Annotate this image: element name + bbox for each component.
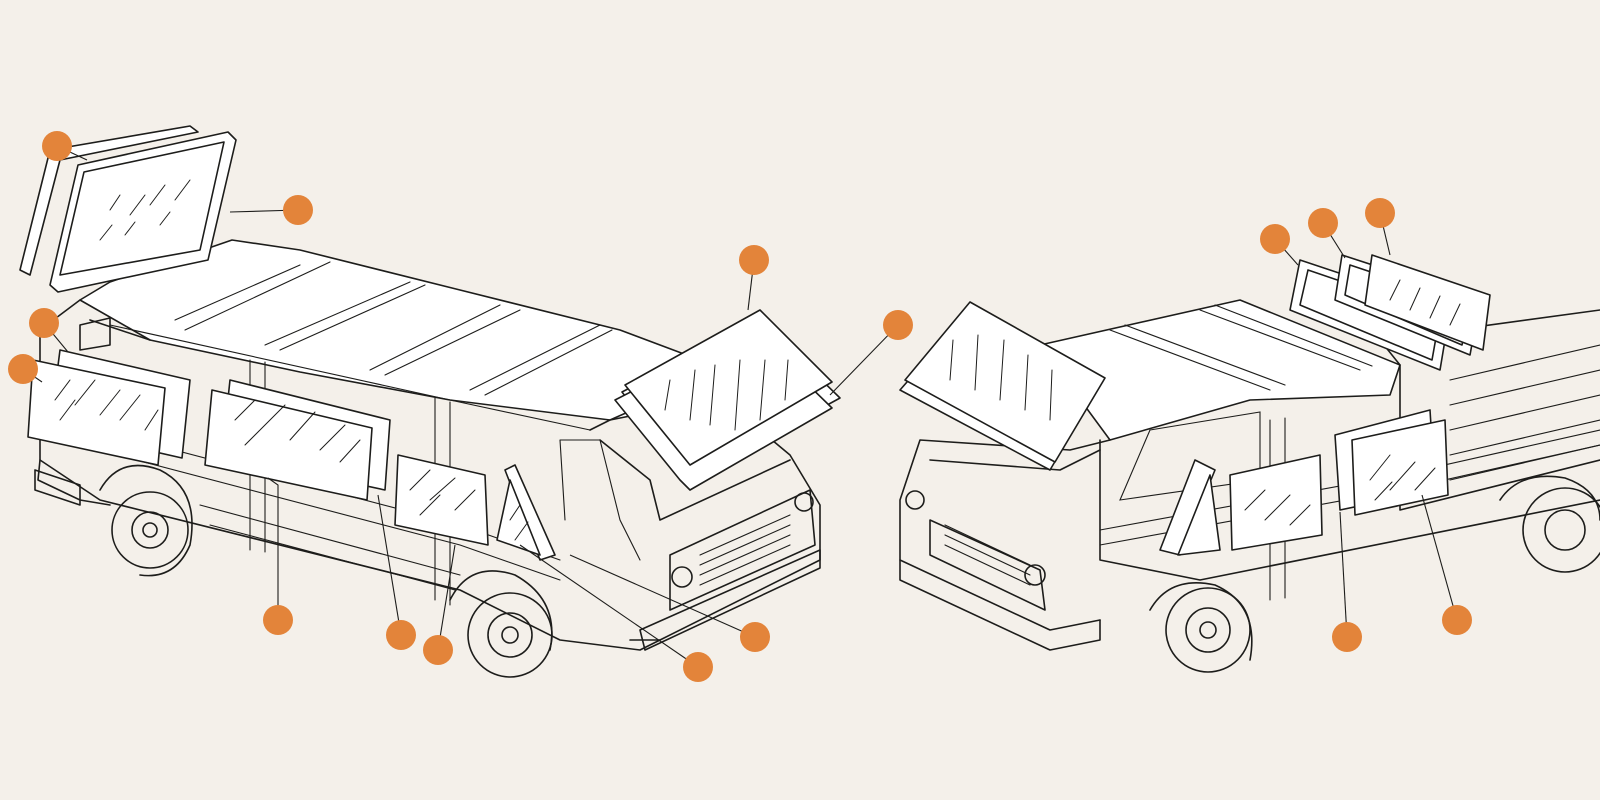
callout-dot-left-vent-window — [740, 622, 770, 652]
callout-dot-left-roof-hatch — [739, 245, 769, 275]
callout-dot-left-door-window — [423, 635, 453, 665]
callout-dot-right-top-seal-1 — [1260, 224, 1290, 254]
left-windshield-part — [614, 309, 841, 491]
right-van — [899, 299, 1600, 673]
callout-dot-right-side-seal — [1442, 605, 1472, 635]
callout-dot-left-rear-seal — [29, 308, 59, 338]
callout-dot-left-windshield — [883, 310, 913, 340]
right-top-windows-part — [1289, 254, 1491, 371]
left-middle-window-part — [204, 379, 391, 501]
left-top-window-part — [19, 125, 237, 293]
callout-dot-right-top-window — [1365, 198, 1395, 228]
right-windshield-part — [899, 301, 1106, 471]
left-vent-window-part — [496, 464, 556, 561]
left-rear-window-part — [27, 349, 191, 466]
callout-dot-left-vent-seal — [683, 652, 713, 682]
callout-dots — [8, 131, 1472, 682]
right-side-windows-part — [1159, 409, 1449, 556]
callout-dot-right-top-seal-2 — [1308, 208, 1338, 238]
left-door-window-part — [394, 454, 489, 546]
callout-dot-left-middle-window — [263, 605, 293, 635]
callout-dot-right-side-window — [1332, 622, 1362, 652]
callout-dot-left-rear-window — [8, 354, 38, 384]
callout-dot-left-middle-seal — [386, 620, 416, 650]
callout-dot-left-top-window — [42, 131, 72, 161]
callout-dot-left-top-seal — [283, 195, 313, 225]
